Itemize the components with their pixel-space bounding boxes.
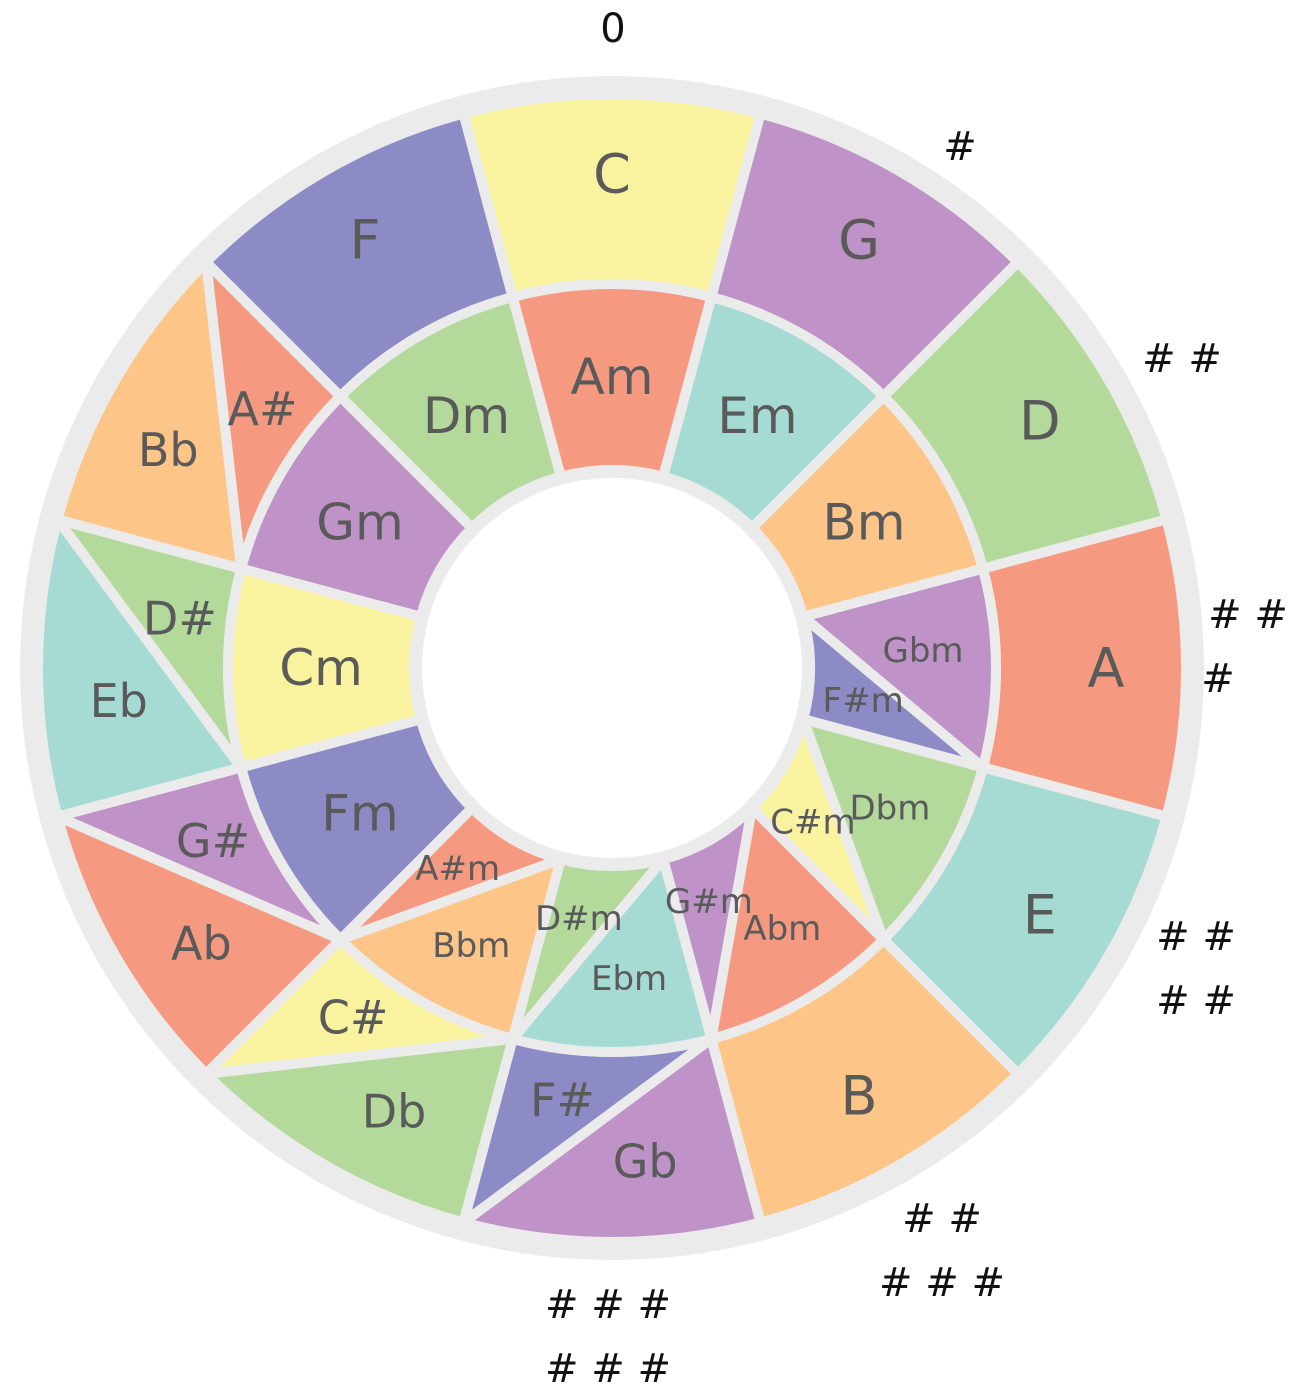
key-label-ebm: Ebm (591, 959, 667, 999)
key-label-gbm: Gbm (882, 631, 963, 671)
key-label-a-sharpm: A#m (415, 849, 500, 889)
sharp-count-annotation: # (1201, 656, 1235, 702)
key-label-d-sharpm: D#m (535, 899, 623, 939)
key-label-bbm: Bbm (432, 926, 510, 966)
inner-segment-dbm (798, 714, 988, 945)
key-label-b: B (840, 1064, 877, 1127)
outer-segment-gb (458, 1033, 766, 1247)
key-label-db: Db (362, 1085, 427, 1139)
key-label-f-sharpm: F#m (823, 681, 904, 721)
key-label-ab: Ab (171, 916, 232, 970)
key-label-gb: Gb (613, 1134, 678, 1188)
sharp-count-annotation: 0 (600, 6, 625, 52)
key-label-fm: Fm (321, 785, 398, 843)
key-label-d: D (1019, 390, 1061, 453)
key-label-a: A (1088, 637, 1125, 700)
key-label-g-sharpm: G#m (665, 882, 753, 922)
key-label-am: Am (571, 348, 654, 406)
sharp-count-annotation: # # (1208, 592, 1288, 638)
key-label-dbm: Dbm (849, 789, 930, 829)
sharp-count-annotation: # # (1142, 336, 1222, 382)
key-label-e: E (1023, 884, 1057, 947)
key-label-f-sharp: F# (530, 1073, 595, 1127)
key-label-eb: Eb (90, 674, 148, 728)
sharp-count-annotation: # # (1156, 978, 1236, 1024)
key-label-d-sharp: D# (143, 591, 217, 645)
key-label-c-sharp: C# (318, 990, 389, 1044)
sharp-count-annotation: # # # (545, 1346, 671, 1392)
key-label-c-sharpm: C#m (770, 802, 855, 842)
inner-segment-abm (706, 803, 889, 1044)
key-label-cm: Cm (279, 639, 363, 697)
key-label-bb: Bb (138, 423, 199, 477)
sharp-count-annotation: # # (902, 1196, 982, 1242)
inner-segment-gbm (798, 563, 1001, 773)
key-label-gm: Gm (316, 494, 403, 552)
inner-segment-bbm (335, 854, 566, 1044)
key-label-f: F (349, 209, 380, 272)
sharp-count-annotation: # # (1156, 914, 1236, 960)
key-label-dm: Dm (423, 387, 510, 445)
outer-segment-ab (52, 811, 346, 1079)
outer-segment-db (201, 1033, 518, 1228)
sharp-count-annotation: # # # (879, 1260, 1005, 1306)
center-hole (414, 470, 810, 866)
outer-segment-eb (33, 514, 247, 822)
key-label-c: C (593, 143, 631, 206)
key-label-g: G (838, 209, 880, 272)
key-label-abm: Abm (743, 909, 821, 949)
sharp-count-annotation: # # # (545, 1282, 671, 1328)
key-label-g-sharp: G# (176, 814, 250, 868)
key-label-em: Em (717, 387, 797, 445)
sharp-count-annotation: # (943, 124, 977, 170)
key-label-bm: Bm (823, 494, 906, 552)
key-label-a-sharp: A# (228, 382, 298, 436)
inner-segment-ebm (507, 854, 717, 1057)
outer-segment-bb (52, 257, 247, 574)
